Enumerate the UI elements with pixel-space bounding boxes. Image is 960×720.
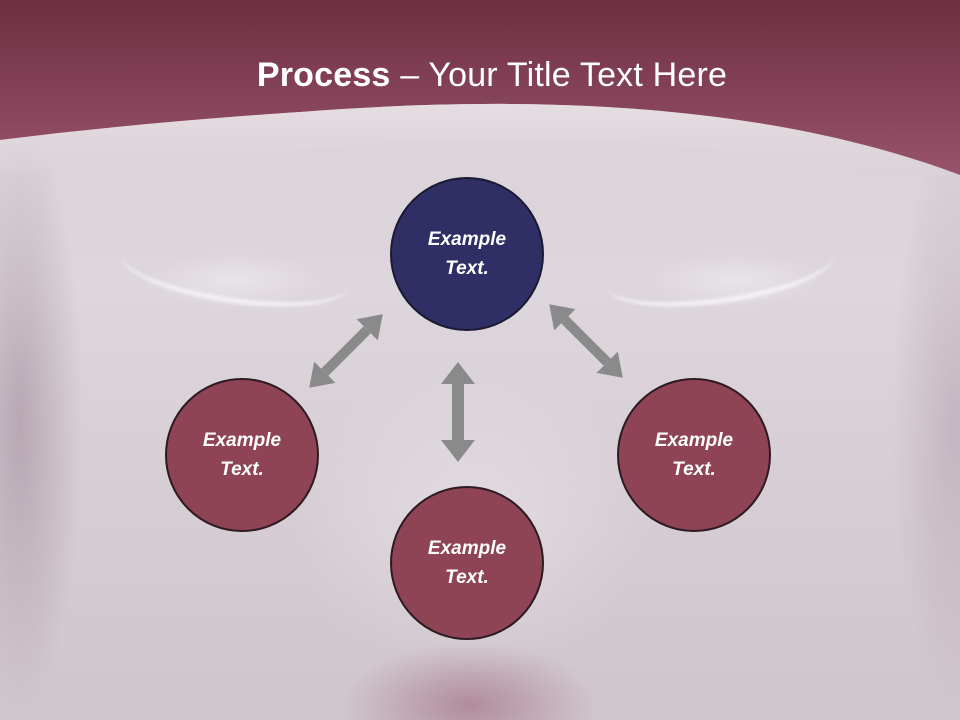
arrow-vertical [441, 362, 475, 462]
header-banner [0, 0, 960, 175]
node-left-line1: Example [202, 430, 282, 451]
node-right-line1: Example [654, 430, 734, 451]
title-rest: – Your Title Text Here [390, 56, 728, 94]
node-bottom-line1: Example [427, 538, 507, 559]
title-bold: Process [256, 56, 391, 94]
node-left-line2: Text. [220, 459, 264, 480]
slide-title: Process – Your Title Text Here [0, 50, 960, 100]
node-top-line2: Text. [445, 258, 489, 279]
node-bottom-line2: Text. [445, 567, 489, 588]
node-top-line1: Example [427, 229, 507, 250]
arrow-top-left [309, 314, 383, 388]
node-right-line2: Text. [672, 459, 716, 480]
arrow-top-right [549, 304, 623, 378]
